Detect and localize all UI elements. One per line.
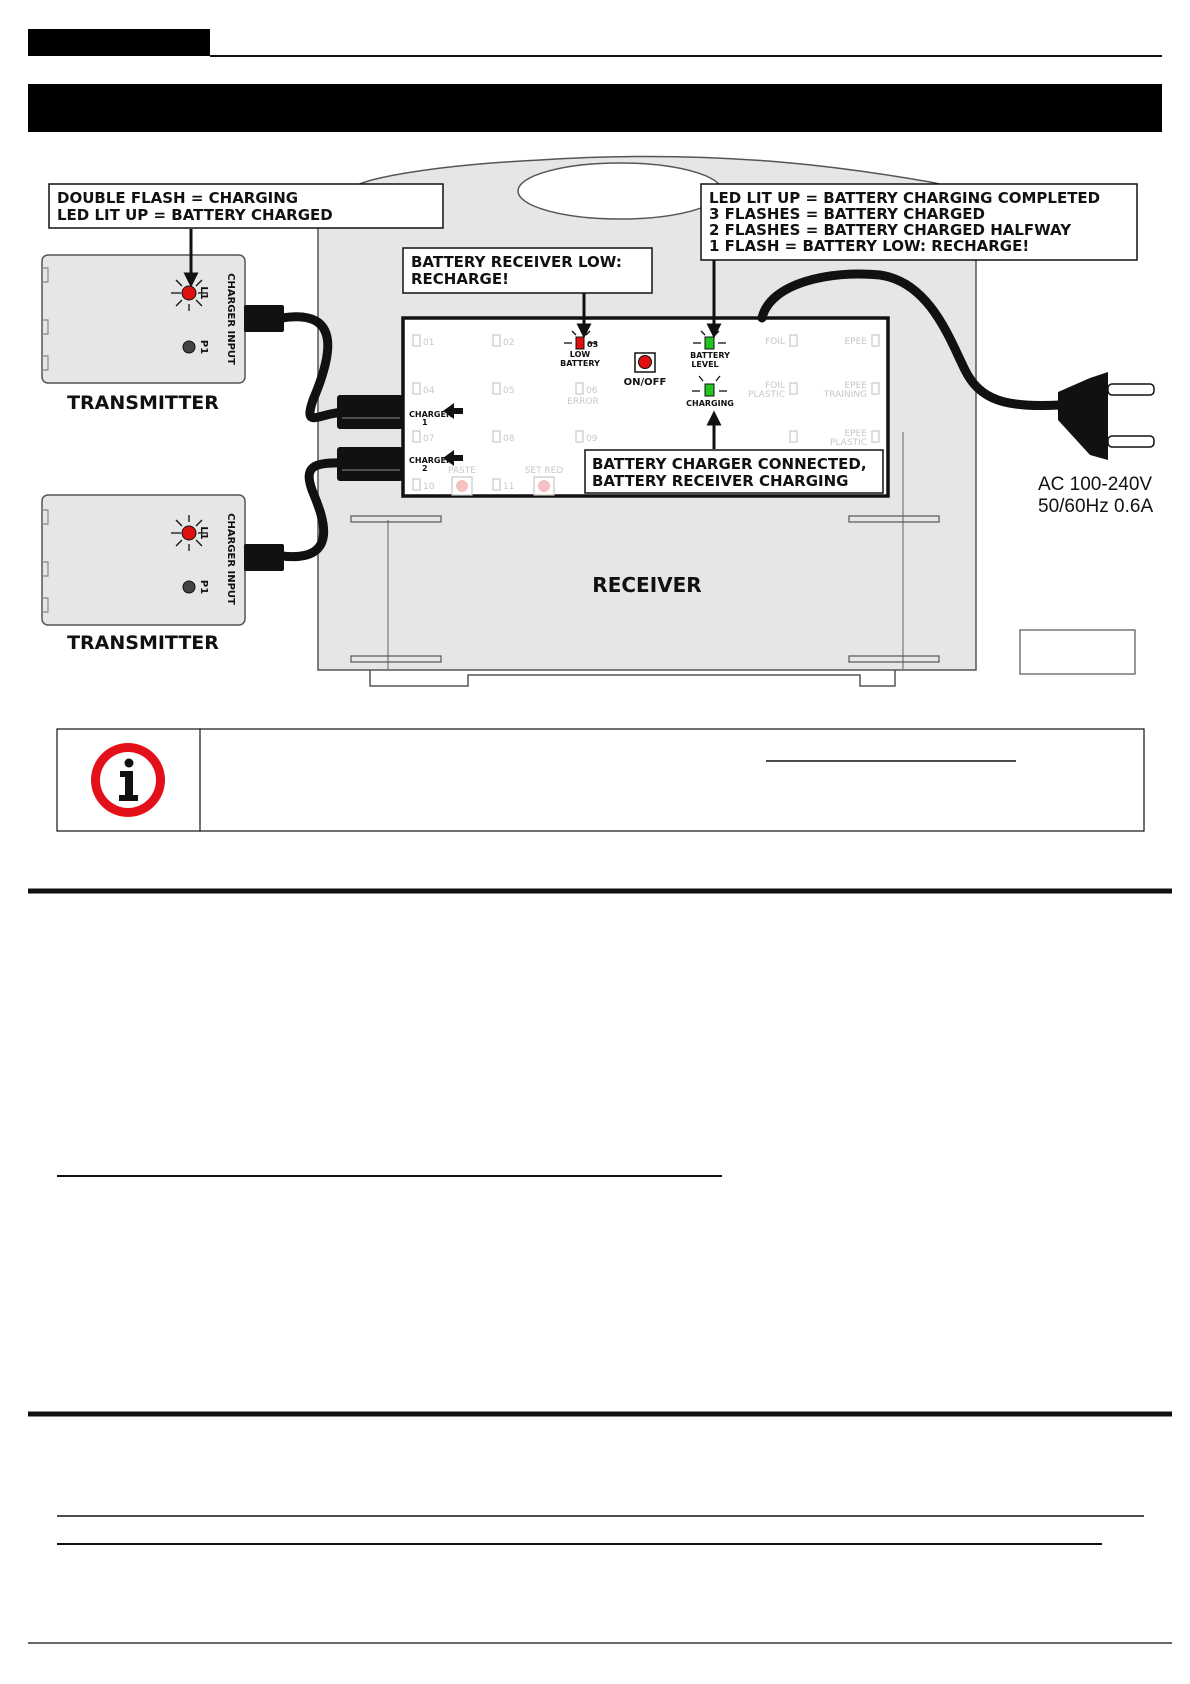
slot-05: 05 [503, 386, 514, 396]
low-battery-label-1: LOW [570, 350, 591, 359]
label-error: ERROR [567, 397, 599, 407]
receiver-charger-plugs [337, 395, 403, 481]
transmitter-2-led [181, 525, 197, 541]
label-epee: EPEE [845, 337, 868, 347]
callout-transmitter-led [48, 183, 444, 229]
plug-prongs [1107, 383, 1155, 448]
set-red-button-dot [538, 480, 550, 492]
transmitter-1-button[interactable] [182, 340, 196, 354]
label-foil-plastic-1: FOIL [765, 381, 785, 391]
charging-led [704, 383, 715, 397]
slot-11: 11 [503, 482, 514, 492]
transmitter-1-button-label: P1 [198, 340, 209, 354]
battery-level-label-2: LEVEL [691, 360, 718, 369]
label-epee-training-2: TRAINING [823, 390, 867, 400]
charger-1-arrow-icon [443, 403, 463, 419]
header-tab [28, 29, 210, 56]
charger-1-label-2: 1 [422, 418, 428, 427]
slot-01: 01 [423, 338, 434, 348]
callout-charger-connected-line-2: BATTERY RECEIVER CHARGING [592, 472, 849, 490]
blank-label-box [1019, 629, 1136, 675]
section-title-bar [28, 84, 1162, 132]
transmitter-2-port-label: CHARGER INPUT [225, 513, 236, 605]
handle-opening [517, 162, 723, 220]
charger-2-label-2: 2 [422, 464, 428, 473]
label-epee-training-1: EPEE [845, 381, 868, 391]
callout-battery-level [700, 183, 1138, 261]
slot-04: 04 [423, 386, 435, 396]
slot-02: 02 [503, 338, 514, 348]
receiver-title: RECEIVER [592, 573, 701, 597]
label-set-red: SET RED [525, 466, 564, 476]
slot-09: 09 [586, 434, 598, 444]
callout-receiver-low-line-1: BATTERY RECEIVER LOW: [411, 253, 622, 271]
transmitter-cables [277, 312, 350, 562]
label-paste: PASTE [448, 466, 476, 476]
slot-06: 06 [586, 386, 598, 396]
on-off-led [638, 355, 652, 369]
power-cable [757, 269, 1065, 411]
slot-10: 10 [423, 482, 435, 492]
callout-transmitter-led-line-1: DOUBLE FLASH = CHARGING [57, 189, 298, 207]
charging-rays-icon [692, 375, 727, 392]
slot-08: 08 [503, 434, 515, 444]
transmitter-1 [41, 254, 284, 384]
callout-transmitter-led-line-2: LED LIT UP = BATTERY CHARGED [57, 206, 333, 224]
info-box [56, 728, 1145, 832]
on-off-label: ON/OFF [624, 377, 667, 388]
low-battery-led [575, 336, 585, 350]
label-epee-plastic-2: PLASTIC [830, 438, 867, 448]
transmitter-2-button-label: P1 [198, 580, 209, 594]
charger-2-label-1: CHARGER [409, 456, 452, 465]
callout-battery-level-line-2: 3 FLASHES = BATTERY CHARGED [709, 205, 985, 223]
transmitter-2-title: TRANSMITTER [67, 632, 219, 654]
transmitter-2 [41, 494, 284, 626]
slot-squares [412, 334, 880, 491]
label-epee-plastic-1: EPEE [845, 429, 868, 439]
slot-03: 03 [587, 340, 598, 349]
label-foil-plastic-2: PLASTIC [748, 390, 785, 400]
callout-battery-level-line-3: 2 FLASHES = BATTERY CHARGED HALFWAY [709, 221, 1072, 239]
callout-charger-connected [584, 449, 884, 494]
transmitter-2-led-label: L1 [198, 526, 209, 539]
label-foil: FOIL [765, 337, 785, 347]
transmitter-1-port-label: CHARGER INPUT [225, 273, 236, 365]
low-battery-label-2: BATTERY [560, 359, 600, 368]
battery-level-led [704, 336, 715, 350]
charger-2-arrow-icon [443, 450, 463, 466]
transmitter-1-title: TRANSMITTER [67, 392, 219, 414]
charger-1-label-1: CHARGER [409, 410, 452, 419]
paste-button-dot [456, 480, 468, 492]
power-plug-icon [1058, 372, 1108, 460]
charging-label: CHARGING [686, 399, 734, 408]
callout-receiver-low [402, 247, 653, 294]
transmitter-1-led [181, 285, 197, 301]
transmitter-2-button[interactable] [182, 580, 196, 594]
battery-level-label-1: BATTERY [690, 351, 730, 360]
callout-receiver-low-line-2: RECHARGE! [411, 270, 509, 288]
transmitter-2-led-rays-icon [171, 515, 208, 551]
info-icon [91, 743, 165, 817]
power-spec-frequency: 50/60Hz 0.6A [1038, 496, 1153, 517]
callout-battery-level-line-1: LED LIT UP = BATTERY CHARGING COMPLETED [709, 189, 1100, 207]
slot-07: 07 [423, 434, 434, 444]
transmitter-1-led-label: L1 [198, 286, 209, 299]
power-spec-voltage: AC 100-240V [1038, 474, 1152, 495]
callout-charger-connected-line-1: BATTERY CHARGER CONNECTED, [592, 455, 867, 473]
callout-battery-level-line-4: 1 FLASH = BATTERY LOW: RECHARGE! [709, 237, 1029, 255]
receiver-plug-lines [342, 417, 400, 471]
transmitter-1-led-rays-icon [171, 275, 208, 311]
